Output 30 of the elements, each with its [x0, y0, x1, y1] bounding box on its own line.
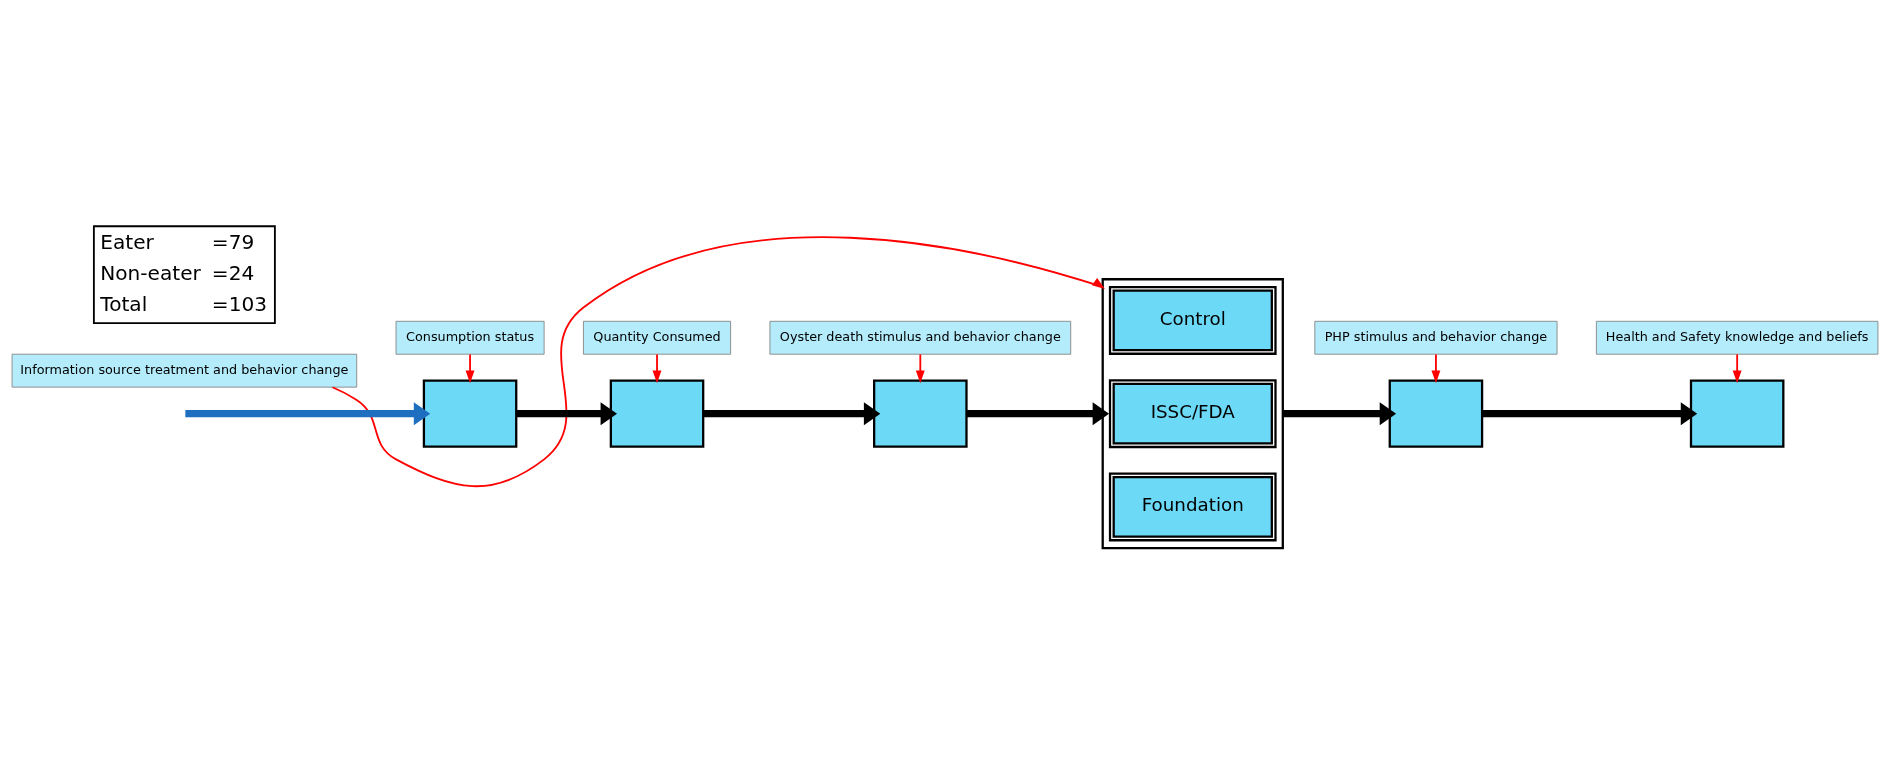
label: =79	[211, 229, 255, 254]
arrow	[516, 402, 618, 426]
node-box	[873, 379, 968, 448]
label: Non-eater	[100, 260, 201, 285]
arrow	[966, 402, 1110, 426]
node-box: Foundation	[1108, 472, 1277, 542]
arrow	[1482, 402, 1698, 426]
node-box	[1689, 379, 1785, 448]
node-box: Oyster death stimulus and behavior change	[769, 320, 1072, 355]
arrow	[465, 353, 475, 384]
node-box: Information source treatment and behavior change	[11, 353, 358, 388]
label: Total	[100, 291, 148, 316]
arrow	[1282, 402, 1397, 426]
label: Eater	[100, 229, 154, 254]
label: =103	[211, 291, 268, 316]
arrow	[652, 353, 662, 384]
cluster	[1101, 278, 1284, 550]
node-box: Quantity Consumed	[582, 320, 732, 355]
node-box	[1388, 379, 1484, 448]
node-box: Consumption status	[395, 320, 545, 355]
arrow	[1431, 353, 1441, 384]
label: =24	[211, 260, 255, 285]
node-box	[609, 379, 705, 448]
node-box: Health and Safety knowledge and beliefs	[1595, 320, 1879, 355]
arrow	[1732, 353, 1742, 384]
arrow	[331, 236, 1105, 488]
arrow	[915, 353, 925, 384]
node-box: PHP stimulus and behavior change	[1314, 320, 1558, 355]
arrow	[703, 402, 881, 426]
node-box	[422, 379, 518, 448]
